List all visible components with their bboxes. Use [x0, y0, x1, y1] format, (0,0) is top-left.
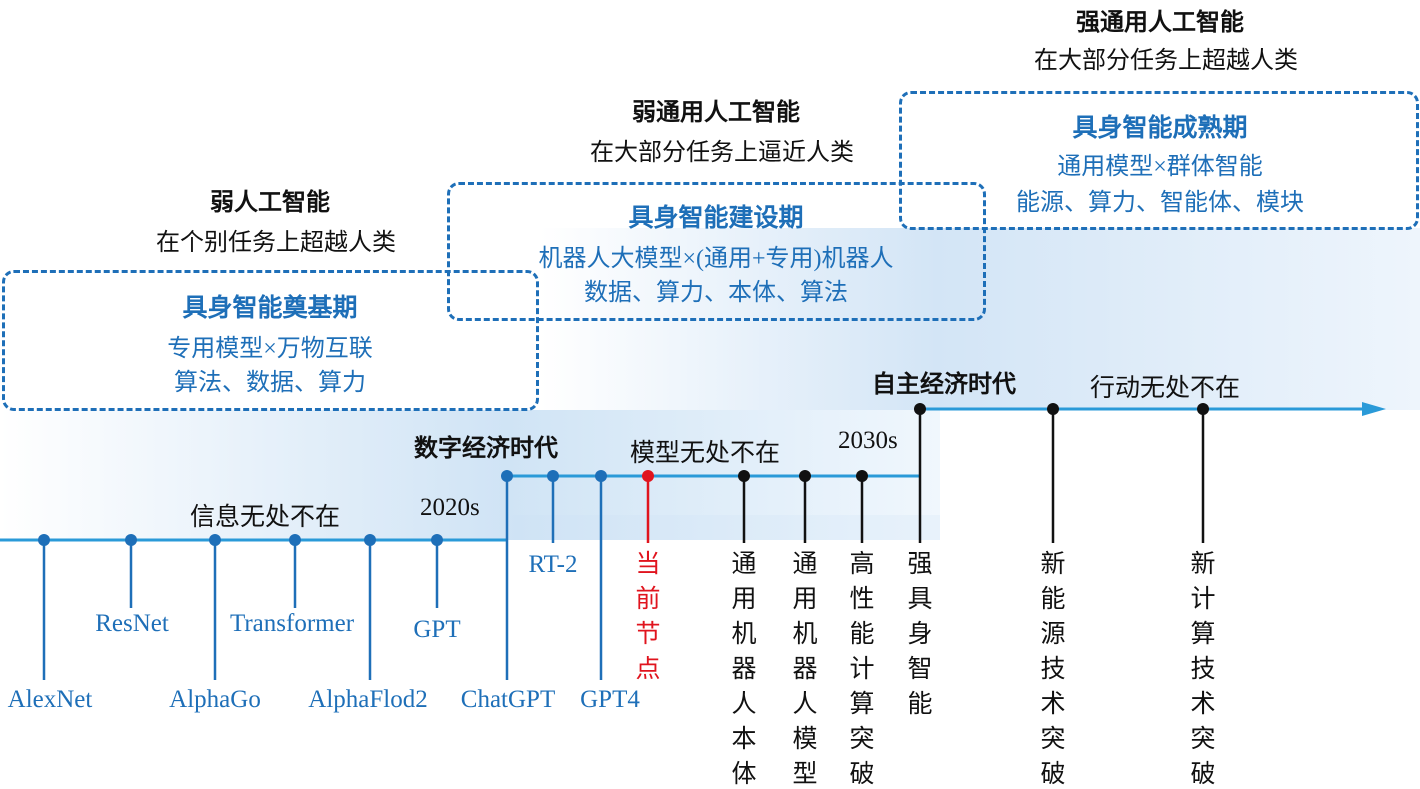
phase-line: 机器人大模型×(通用+专用)机器人 [538, 246, 894, 272]
milestone-label: AlphaFlod2 [308, 686, 428, 713]
phase-line: 专用模型×万物互联 [167, 336, 373, 362]
future-milestone-label: 强具身智能 [907, 551, 933, 718]
era-subtitle: 在大部分任务上超越人类 [1034, 48, 1298, 74]
stage-name: 自主经济时代 [872, 372, 1016, 398]
stage-slogan: 信息无处不在 [190, 504, 341, 531]
era-title: 弱人工智能 [210, 190, 330, 216]
era-title: 弱通用人工智能 [632, 100, 800, 126]
phase-box-foundation [2, 270, 539, 411]
band-mid [505, 410, 940, 515]
stage-slogan: 模型无处不在 [630, 440, 781, 467]
era-subtitle: 在个别任务上超越人类 [156, 230, 396, 256]
milestone-label: AlexNet [7, 686, 93, 713]
era-subtitle: 在大部分任务上逼近人类 [590, 140, 854, 166]
milestone-label: ResNet [95, 610, 169, 637]
milestone-label: GPT4 [580, 686, 640, 713]
arrow-head-icon [1362, 402, 1386, 416]
future-milestone-label: 通用机器人本体 [731, 551, 757, 788]
phase-line: 能源、算力、智能体、模块 [1016, 190, 1304, 216]
stage-decade: 2020s [420, 494, 480, 521]
phase-box-maturity [899, 91, 1419, 230]
phase-line: 通用模型×群体智能 [1057, 154, 1263, 180]
milestone-label: AlphaGo [169, 686, 261, 713]
future-milestone-label: 新计算技术突破 [1190, 551, 1216, 788]
milestone-label: RT-2 [528, 551, 578, 578]
future-milestone-label: 新能源技术突破 [1040, 551, 1066, 788]
stage-slogan: 行动无处不在 [1090, 375, 1241, 402]
phase-line: 算法、数据、算力 [174, 370, 366, 396]
stage-decade: 2030s [838, 427, 898, 454]
phase-title: 具身智能奠基期 [182, 295, 358, 322]
phase-title: 具身智能成熟期 [1072, 115, 1248, 142]
current-node-label: 当前节点 [635, 551, 661, 683]
future-milestone-label: 高性能计算突破 [849, 551, 875, 788]
era-title: 强通用人工智能 [1076, 10, 1244, 36]
phase-line: 数据、算力、本体、算法 [584, 280, 848, 306]
future-milestone-label: 通用机器人模型 [792, 551, 818, 788]
milestone-label: ChatGPT [460, 686, 556, 713]
milestone-label: GPT [413, 616, 461, 643]
phase-title: 具身智能建设期 [628, 205, 804, 232]
stage-name: 数字经济时代 [414, 436, 558, 462]
phase-box-construction [447, 182, 986, 321]
milestone-label: Transformer [229, 610, 355, 637]
